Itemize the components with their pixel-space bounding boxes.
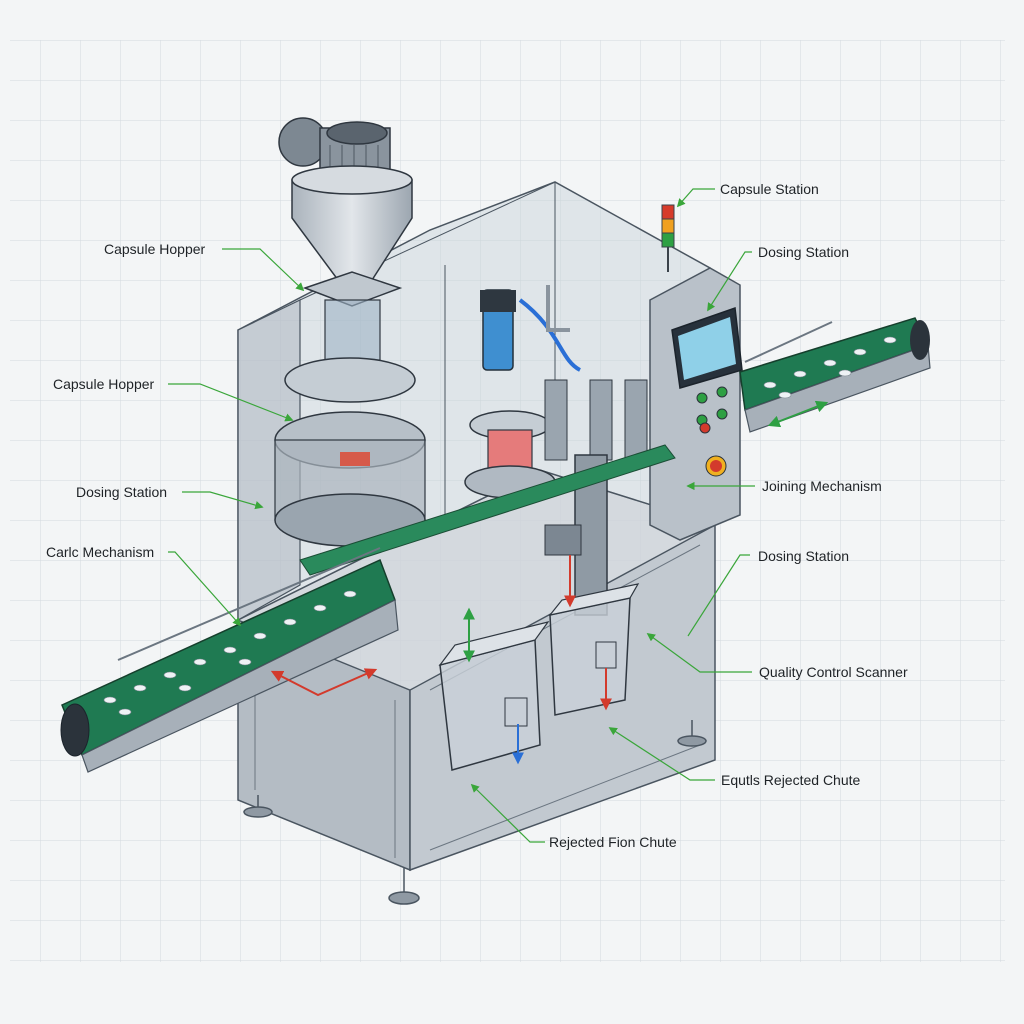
internal-conveyor	[299, 444, 676, 576]
machine-feet	[243, 720, 707, 905]
label-dosing-station-top: Dosing Station	[758, 244, 850, 260]
dosing-turret	[274, 357, 426, 547]
beacon-light-icon	[661, 204, 675, 272]
label-rejected-fion-chute: Rejected Fion Chute	[549, 834, 677, 850]
label-carlc-mechanism: Carlc Mechanism	[46, 544, 155, 560]
control-panel	[649, 267, 743, 541]
label-capsule-hopper-top: Capsule Hopper	[104, 241, 206, 257]
label-dosing-station-right: Dosing Station	[758, 548, 850, 564]
reject-bins	[438, 583, 640, 771]
capsule-hopper	[291, 165, 413, 361]
label-dosing-station-left: Dosing Station	[76, 484, 168, 500]
label-joining-mechanism: Joining Mechanism	[762, 478, 882, 494]
left-conveyor	[60, 547, 399, 773]
label-equtls-rejected-chute: Equtls Rejected Chute	[721, 772, 861, 788]
dosing-station-unit	[464, 285, 582, 499]
label-capsule-station: Capsule Station	[720, 181, 819, 197]
flow-arrows	[270, 400, 829, 765]
leader-lines	[168, 188, 755, 843]
label-quality-control-scanner: Quality Control Scanner	[759, 664, 908, 680]
label-capsule-hopper-left: Capsule Hopper	[53, 376, 155, 392]
